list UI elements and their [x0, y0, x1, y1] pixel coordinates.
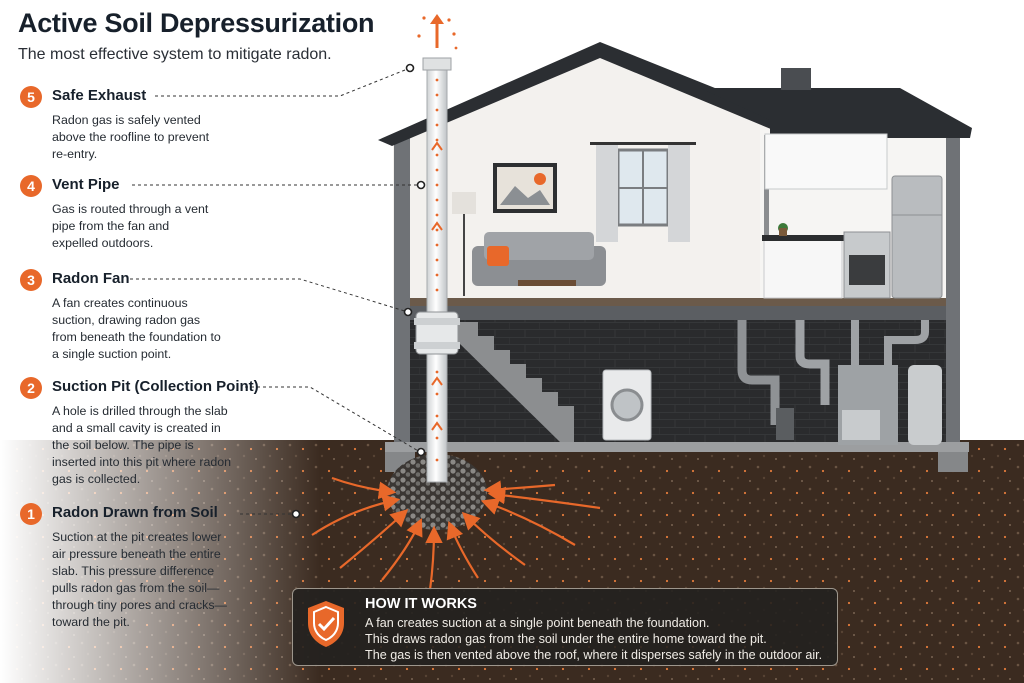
how-it-works-line: The gas is then vented above the roof, w…	[365, 648, 823, 662]
step-description: Radon gas is safely vented above the roo…	[52, 113, 210, 161]
step-number-badge: 4	[20, 175, 42, 197]
chimney	[781, 68, 811, 90]
kitchen-roof	[700, 88, 972, 138]
shield-check-icon	[308, 601, 344, 647]
upper-cabinets	[764, 133, 888, 190]
how-it-works-title: HOW IT WORKS	[365, 596, 477, 612]
right-exterior-wall	[946, 130, 960, 455]
step-title: Radon Drawn from Soil	[52, 504, 218, 521]
step-number-badge: 1	[20, 503, 42, 525]
how-it-works-line: This draws radon gas from the soil under…	[365, 632, 767, 646]
step-number-badge: 5	[20, 86, 42, 108]
how-it-works-line: A fan creates suction at a single point …	[365, 616, 710, 630]
radon-flow-arrows	[311, 476, 601, 591]
airflow-dots	[435, 78, 439, 462]
lower-cabinets	[763, 239, 843, 299]
step-description: Suction at the pit creates lower air pre…	[52, 530, 227, 629]
basement-slab	[385, 442, 969, 452]
suction-pit	[387, 454, 487, 530]
page-subtitle: The most effective system to mitigate ra…	[18, 46, 332, 63]
basement-stairs	[458, 322, 574, 442]
up-arrows-in-pipe	[431, 141, 443, 431]
step-title: Suction Pit (Collection Point)	[52, 378, 259, 395]
pipe-cap	[422, 57, 452, 71]
step-title: Radon Fan	[52, 270, 130, 287]
callout-leaders	[130, 67, 421, 515]
main-roof	[378, 42, 790, 146]
step-number-badge: 3	[20, 269, 42, 291]
step-title: Vent Pipe	[52, 176, 120, 193]
how-it-works-panel: HOW IT WORKS A fan creates suction at a …	[292, 588, 838, 666]
step-description: A hole is drilled through the slab and a…	[52, 404, 232, 486]
step-description: A fan creates continuous suction, drawin…	[52, 296, 221, 361]
exhaust-arrow	[417, 14, 458, 50]
left-exterior-wall	[394, 135, 410, 455]
water-heater	[908, 365, 942, 445]
page-title: Active Soil Depressurization	[18, 8, 375, 38]
floor-lamp	[452, 192, 476, 214]
refrigerator	[891, 175, 943, 299]
step-number-badge: 2	[20, 377, 42, 399]
main-floor	[410, 298, 946, 306]
step-description: Gas is routed through a vent pipe from t…	[52, 202, 209, 250]
coffee-table	[518, 280, 576, 286]
step-title: Safe Exhaust	[52, 87, 147, 104]
